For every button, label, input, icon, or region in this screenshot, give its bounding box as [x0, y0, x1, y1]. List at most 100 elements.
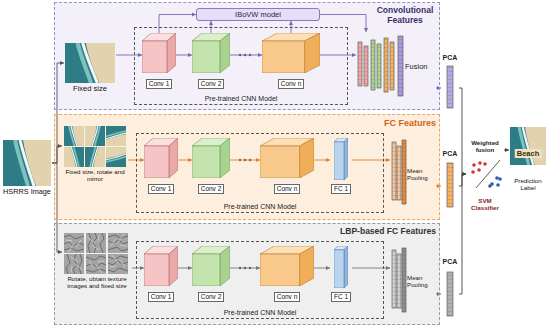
arrowhead: [386, 266, 390, 270]
node-label: Pre-trained CNN Model: [205, 95, 278, 103]
vector-bar: [392, 250, 396, 308]
scene-images: [3, 43, 546, 274]
arrowhead: [258, 53, 262, 57]
class-point: [478, 161, 482, 165]
node-label: PCA: [443, 150, 458, 158]
arrowhead: [60, 61, 64, 65]
node-label: FC 1: [331, 292, 351, 302]
node-label: Prediction Label: [509, 178, 547, 192]
arrowhead: [256, 158, 260, 162]
vector-bar: [377, 44, 381, 88]
connector: [230, 158, 260, 162]
arrowhead: [386, 158, 390, 162]
scene-tile: [85, 126, 105, 146]
connector: [230, 266, 260, 270]
connector-line: [320, 15, 366, 33]
vector-cells: [392, 250, 396, 308]
node-label: Pre-trained CNN Model: [224, 309, 297, 317]
arrowhead: [256, 266, 260, 270]
texture-tile: [86, 254, 106, 274]
node-label: Beach: [515, 149, 542, 158]
scene-image: [510, 127, 546, 165]
node-label: Conv n: [274, 292, 301, 302]
arrowhead: [188, 158, 192, 162]
pca-bar: [447, 163, 453, 207]
arrowhead: [289, 21, 293, 25]
node-label: Fixed size: [73, 85, 107, 93]
vector-bar: [371, 40, 375, 90]
connector: [230, 53, 262, 57]
class-point: [496, 183, 500, 187]
node-label: Conv n: [278, 79, 305, 89]
vector-cells: [447, 163, 453, 207]
pca-vector: PCA: [441, 258, 459, 318]
vector-cells: [398, 36, 403, 96]
class-point: [498, 177, 502, 181]
layer-block: FC 1: [330, 138, 352, 194]
scene-tile: [85, 147, 105, 167]
connector-line: [230, 55, 262, 56]
layer-block: Conv 2: [192, 33, 230, 89]
conv-cuboid: [260, 246, 314, 286]
node-label: Mean Pooling: [407, 167, 436, 181]
node-label: Conv 2: [198, 184, 225, 194]
connector-line: [230, 160, 260, 161]
node-label: SVM Classifier: [466, 198, 504, 212]
arrowhead: [437, 86, 441, 90]
panel-title: FC Features: [384, 118, 436, 128]
connector: [352, 266, 390, 270]
panel-ground: [54, 223, 440, 325]
panel-ground: [54, 2, 440, 110]
vector-cells: [377, 44, 381, 88]
svm-icon: [471, 160, 502, 188]
node-label: Conv 2: [198, 79, 225, 89]
connector: [314, 266, 330, 270]
cnn-model-box: Pre-trained CNN ModelConv 1Conv 2Conv n: [134, 27, 348, 105]
node-label: PCA: [443, 258, 458, 266]
vector-cells: [364, 46, 368, 86]
svm-hyperplane: [476, 160, 500, 188]
vector-bar: [397, 254, 401, 308]
fc-layer: [334, 138, 348, 180]
class-point: [472, 163, 476, 167]
conv-cuboid: [144, 246, 178, 286]
arrowhead: [209, 21, 213, 25]
node-label: Rotate, obtain texture images and fixed …: [62, 276, 132, 290]
arrowhead: [326, 158, 330, 162]
pca-bar: [447, 66, 453, 108]
vector-cells: [371, 40, 375, 90]
pca-vector: PCA: [441, 150, 459, 210]
texture-tile: [108, 254, 128, 274]
connector: [459, 88, 466, 176]
node-label: Conv 1: [148, 292, 175, 302]
node-label: FC 1: [331, 184, 351, 194]
conv-cuboid: [192, 138, 230, 178]
arrowhead: [58, 250, 62, 254]
scene-tile: [106, 126, 126, 146]
connector: [178, 266, 192, 270]
panel-ground: [54, 114, 440, 220]
connector: [159, 12, 196, 33]
connector-line: [459, 174, 466, 294]
panel-grounds: [54, 2, 440, 325]
ellipsis-dots: [239, 54, 251, 269]
arrowhead: [352, 53, 356, 57]
vector-bar: [392, 142, 396, 200]
texture-tile: [86, 233, 106, 253]
panel-title: LBP-based FC Features: [340, 227, 436, 237]
vector-cells: [390, 42, 394, 90]
scene-tile: [106, 147, 126, 167]
vector-cells: [447, 272, 453, 316]
connector: [178, 158, 192, 162]
image-thumbnail: Fixed size: [64, 42, 116, 100]
vector-bar: [358, 42, 362, 86]
connector: [436, 86, 441, 90]
connector: [459, 172, 466, 294]
layer-block: Conv 1: [144, 138, 178, 194]
arrowhead: [188, 53, 192, 57]
vector-cells: [384, 38, 388, 92]
fc-layer: [334, 246, 348, 288]
image-thumbnail: Fixed size, rotate and mirror: [62, 124, 128, 208]
vector-cells: [447, 66, 453, 108]
vector-bar: [397, 146, 401, 200]
